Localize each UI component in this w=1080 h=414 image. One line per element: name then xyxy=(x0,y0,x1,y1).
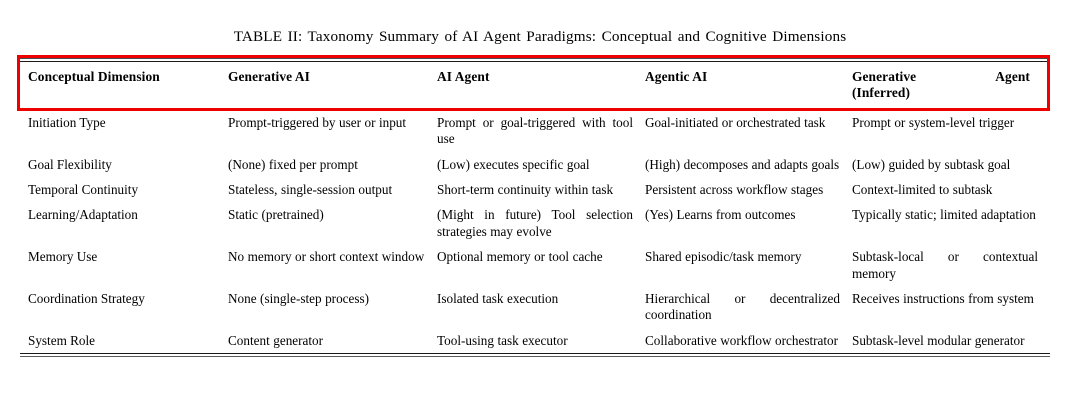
cell-generative-ai: None (single-step process) xyxy=(228,290,370,306)
table-body: Initiation Type Prompt-triggered by user… xyxy=(20,110,1050,357)
table-row: Temporal Continuity Stateless, single-se… xyxy=(20,178,1050,203)
cell-agentic-ai: (Yes) Learns from outcomes xyxy=(645,207,796,223)
cell-generative-agent: Subtask-level modular generator xyxy=(852,332,1025,348)
table-row: Learning/Adaptation Static (pretrained) … xyxy=(20,203,1050,245)
header-word-generative: Generative xyxy=(852,68,917,84)
table-row: System Role Content generator Tool-using… xyxy=(20,328,1050,354)
table-bottom-rule xyxy=(20,353,1050,357)
cell-ai-agent: (Might in future) Tool selection strateg… xyxy=(437,207,633,239)
taxonomy-table-wrapper: Conceptual Dimension Generative AI AI Ag… xyxy=(20,58,1050,357)
rule-line xyxy=(20,353,1050,357)
cell-generative-ai: (None) fixed per prompt xyxy=(228,156,358,172)
cell-agentic-ai: Hierarchical or decentralized coordinati… xyxy=(645,290,840,323)
cell-ai-agent: Short-term continuity within task xyxy=(437,182,614,198)
header-line-1: Generative Agent (Inferred) xyxy=(852,69,1030,101)
column-header-generative-agent[interactable]: Generative Agent (Inferred) xyxy=(852,61,1050,110)
cell-agentic-ai: Goal-initiated or orchestrated task xyxy=(645,115,826,130)
cell-ai-agent: Isolated task execution xyxy=(437,290,559,306)
cell-agentic-ai: (High) decomposes and adapts goals xyxy=(645,156,840,172)
cell-generative-ai: No memory or short context window xyxy=(228,249,425,265)
table-row: Initiation Type Prompt-triggered by user… xyxy=(20,110,1050,152)
cell-generative-ai: Static (pretrained) xyxy=(228,207,324,223)
cell-dimension: System Role xyxy=(28,332,96,348)
header-row: Conceptual Dimension Generative AI AI Ag… xyxy=(20,61,1050,110)
column-header-ai-agent[interactable]: AI Agent xyxy=(437,68,490,84)
cell-generative-ai: Prompt-triggered by user or input xyxy=(228,115,407,130)
cell-dimension: Goal Flexibility xyxy=(28,156,112,172)
table-caption: TABLE II: Taxonomy Summary of AI Agent P… xyxy=(233,28,847,45)
cell-generative-ai: Content generator xyxy=(228,332,324,348)
cell-generative-agent: Receives instructions from system xyxy=(852,290,1034,306)
cell-ai-agent: (Low) executes specific goal xyxy=(437,156,590,172)
header-word-agent: Agent xyxy=(995,68,1030,84)
column-header-conceptual-dimension[interactable]: Conceptual Dimension xyxy=(28,68,160,84)
table-row: Goal Flexibility (None) fixed per prompt… xyxy=(20,152,1050,177)
cell-generative-agent: Context-limited to subtask xyxy=(852,182,993,198)
cell-generative-agent: Typically static; limited adaptation xyxy=(852,207,1036,223)
cell-generative-agent: Subtask-local or contextual memory xyxy=(852,249,1038,281)
table-top-rule xyxy=(20,58,1050,62)
rule-line xyxy=(20,58,1050,62)
cell-dimension: Temporal Continuity xyxy=(28,182,139,198)
cell-agentic-ai: Shared episodic/task memory xyxy=(645,249,802,265)
cell-dimension: Coordination Strategy xyxy=(28,290,145,306)
cell-agentic-ai: Persistent across workflow stages xyxy=(645,182,824,198)
column-header-agentic-ai[interactable]: Agentic AI xyxy=(645,68,708,84)
column-header-generative-ai[interactable]: Generative AI xyxy=(228,68,310,84)
cell-generative-agent: Prompt or system-level trigger xyxy=(852,115,1015,130)
cell-ai-agent: Tool-using task executor xyxy=(437,332,568,348)
cell-dimension: Learning/Adaptation xyxy=(28,207,138,223)
cell-dimension: Memory Use xyxy=(28,249,98,265)
header-word-inferred: (Inferred) xyxy=(852,84,911,100)
cell-ai-agent: Optional memory or tool cache xyxy=(437,249,603,265)
table-row: Coordination Strategy None (single-step … xyxy=(20,286,1050,328)
cell-generative-agent: (Low) guided by subtask goal xyxy=(852,156,1011,172)
cell-agentic-ai: Collaborative workflow orchestrator xyxy=(645,332,839,348)
table-header: Conceptual Dimension Generative AI AI Ag… xyxy=(20,58,1050,111)
cell-ai-agent: Prompt or goal-triggered with tool use xyxy=(437,115,633,147)
cell-generative-ai: Stateless, single-session output xyxy=(228,182,393,198)
table-row: Memory Use No memory or short context wi… xyxy=(20,245,1050,287)
cell-dimension: Initiation Type xyxy=(28,115,106,130)
taxonomy-table: Conceptual Dimension Generative AI AI Ag… xyxy=(20,58,1050,357)
